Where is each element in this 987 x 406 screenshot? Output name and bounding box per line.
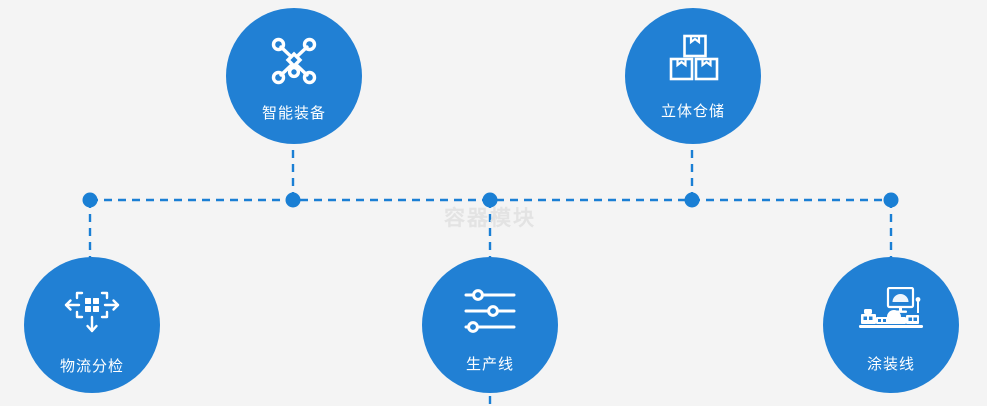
node-logistics-sorting[interactable]: 物流分检 (24, 257, 160, 393)
node-label: 智能装备 (261, 104, 326, 122)
node-label: 涂装线 (866, 355, 915, 373)
sorting-arrows-icon (63, 287, 121, 337)
node-coating-line[interactable]: 涂装线 (823, 257, 959, 393)
node-label: 物流分检 (59, 357, 124, 375)
junction-dot-logistics-sorting (82, 192, 98, 208)
stacked-boxes-icon (666, 34, 720, 84)
node-smart-equipment[interactable]: 智能装备 (226, 8, 362, 144)
factory-machine-icon (858, 286, 924, 335)
junction-dot-stereo-warehouse (684, 192, 700, 208)
network-nodes-icon (268, 34, 320, 86)
junction-dot-coating-line (883, 192, 899, 208)
watermark-text: 容器模块 (444, 206, 536, 230)
node-stereo-warehouse[interactable]: 立体仓储 (625, 8, 761, 144)
node-label: 立体仓储 (660, 102, 725, 120)
junction-dot-smart-equipment (285, 192, 301, 208)
sliders-icon (462, 287, 518, 335)
node-label: 生产线 (465, 355, 514, 373)
node-production-line[interactable]: 生产线 (422, 257, 558, 393)
